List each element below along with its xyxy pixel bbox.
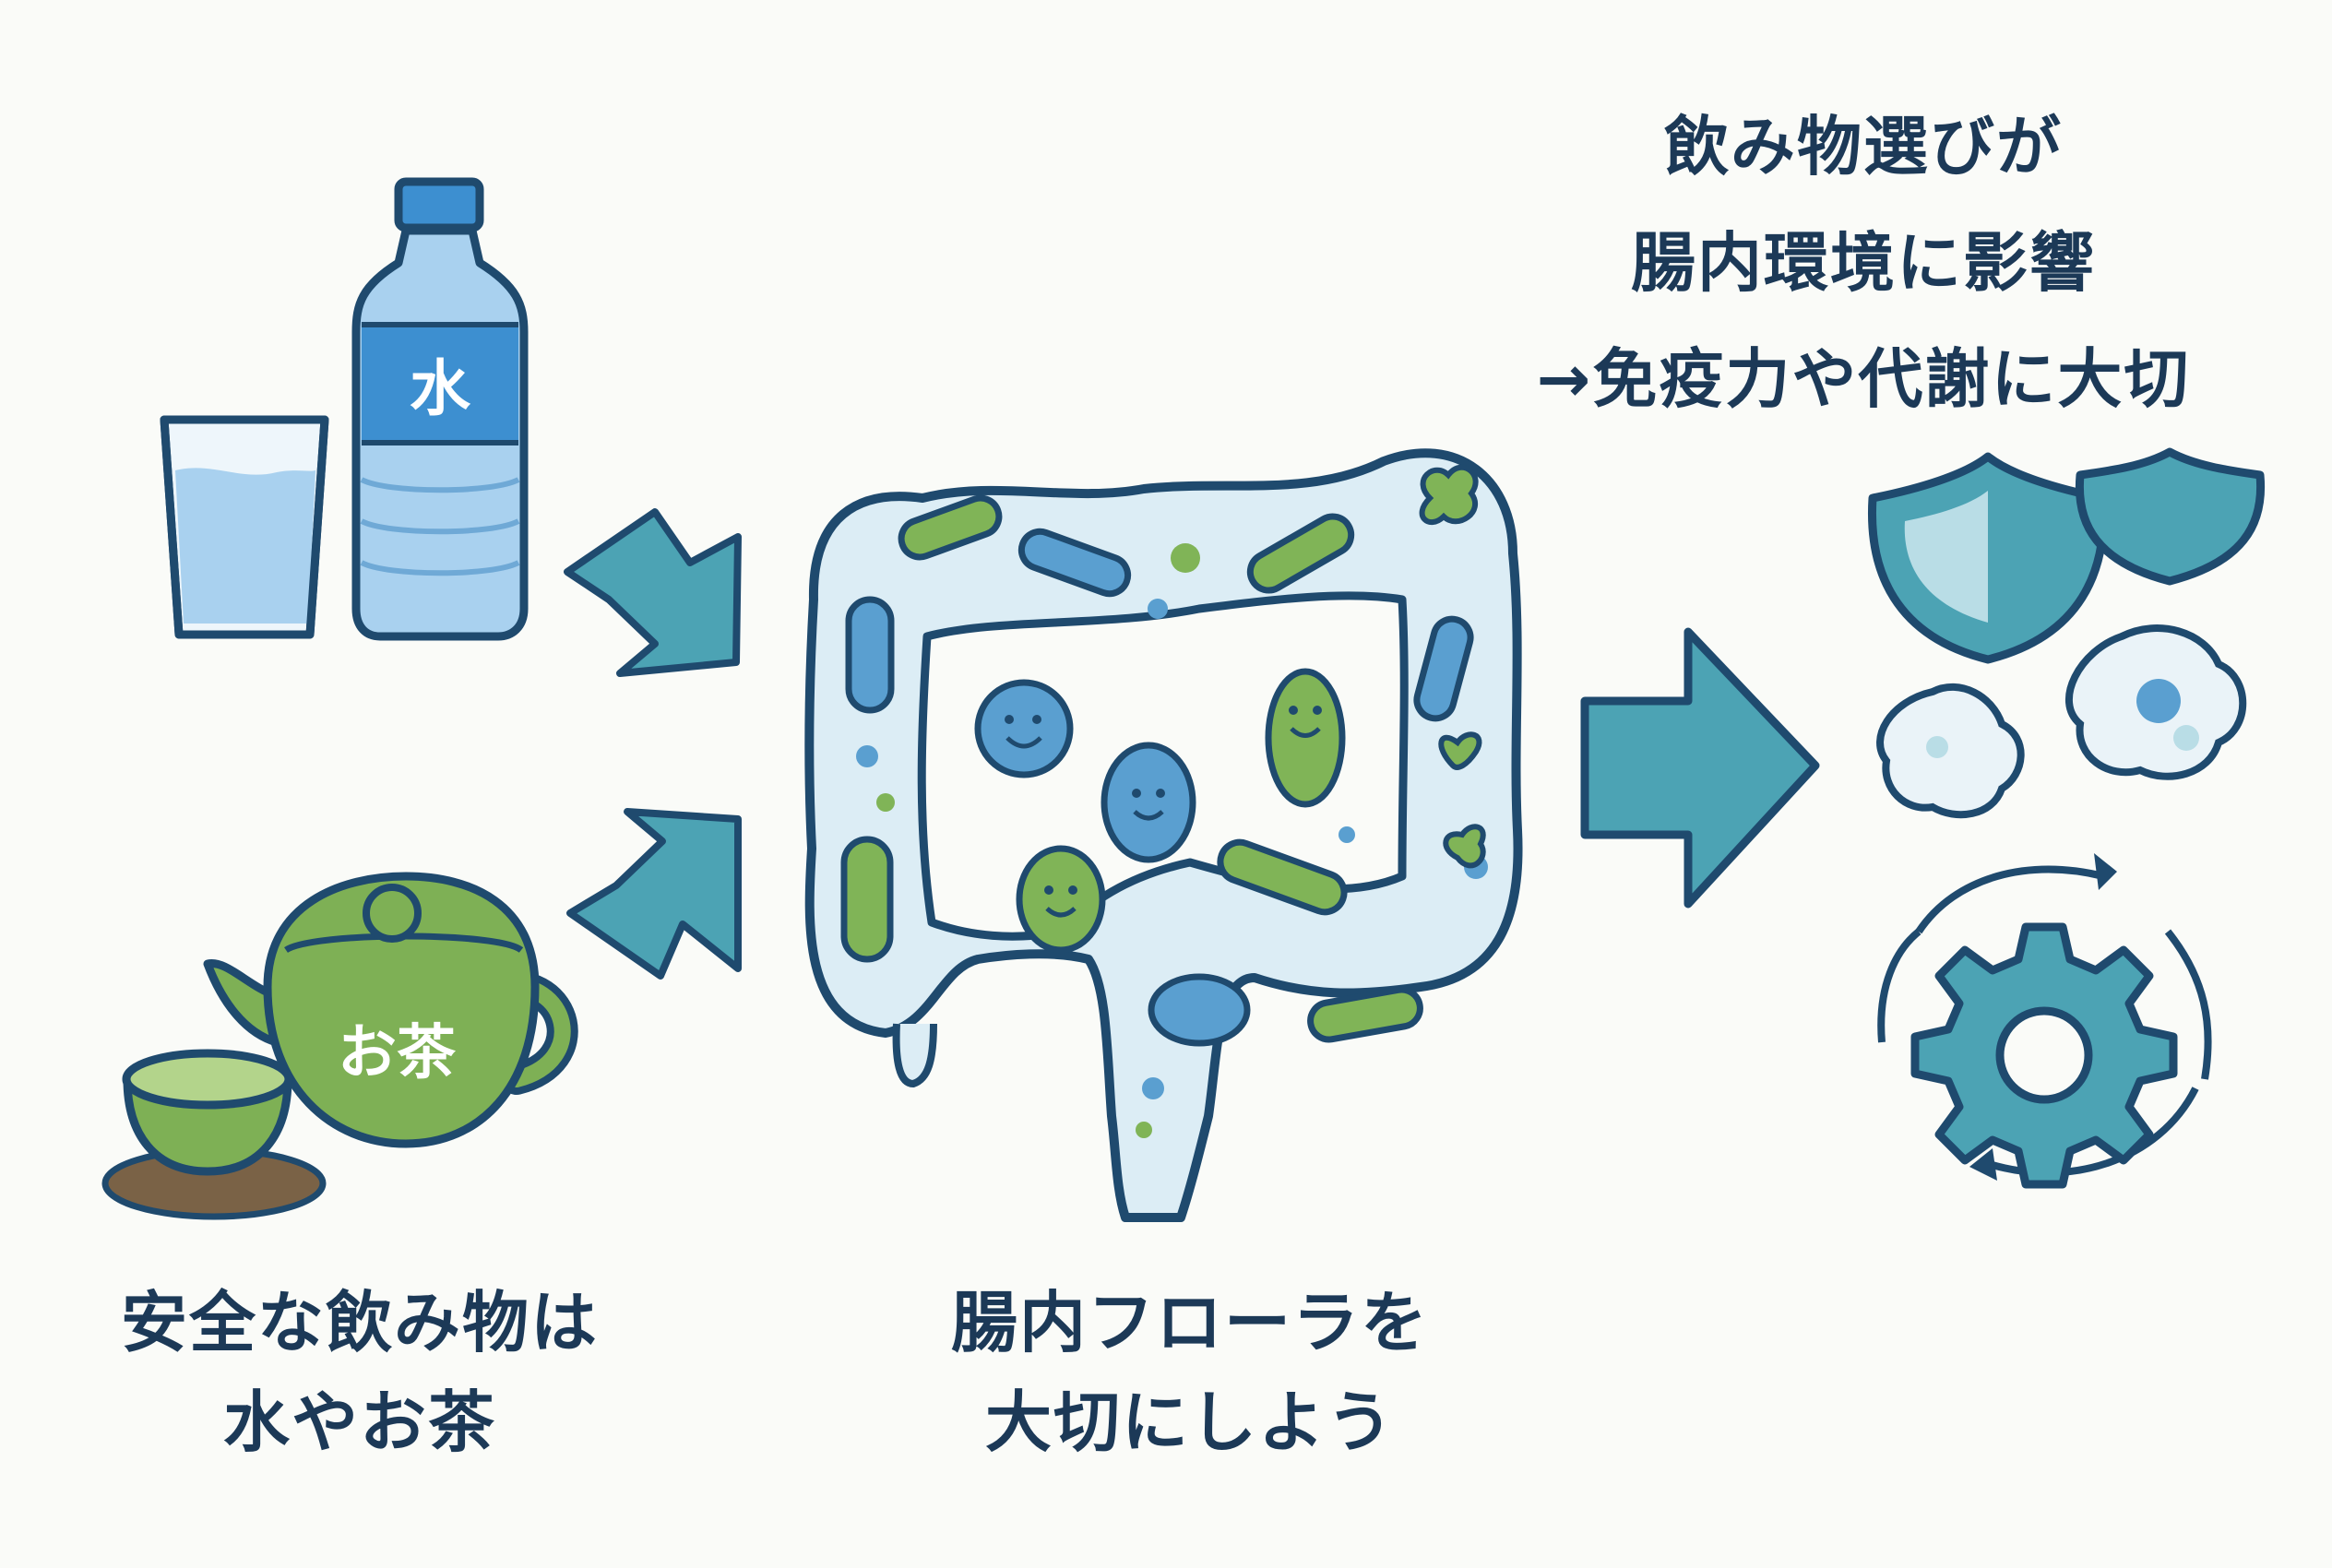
caption-line: 安全な飲み物は	[120, 1284, 599, 1361]
gear-icon	[1910, 922, 2178, 1189]
immune-cell-icon	[2065, 624, 2247, 780]
caption-line: →免疫力や代謝に大切	[1536, 341, 2191, 417]
water-glass-icon	[160, 415, 329, 639]
immune-cell-icon	[1876, 683, 2025, 819]
teacup-icon	[101, 1049, 327, 1220]
water-bottle-icon: 水	[351, 177, 529, 641]
bottle-label: 水	[410, 353, 471, 424]
shield-icon	[2075, 447, 2266, 586]
caption-line: 水やお茶	[222, 1384, 496, 1461]
caption-line: 大切にしよう	[984, 1384, 1395, 1461]
arrow-icon	[1580, 627, 1820, 909]
bacteria-group	[840, 464, 1488, 1138]
caption-line: 腸内環境に影響	[1631, 225, 2096, 301]
teapot-label: お茶	[338, 1019, 457, 1087]
arrow-icon	[566, 808, 742, 980]
cycle-arrows-icon	[1877, 853, 2212, 1181]
caption-line: 飲み物選びが	[1664, 109, 2063, 184]
caption-safe-drinks: 安全な飲み物は 水やお茶	[37, 1273, 683, 1472]
arrow-icon	[564, 508, 742, 677]
caption-line: 腸内フローラを	[950, 1284, 1429, 1361]
caption-effect: 飲み物選びが 腸内環境に影響 →免疫力や代謝に大切	[1421, 89, 2306, 437]
teapot-icon: お茶	[203, 872, 578, 1148]
shield-icon	[1867, 452, 2109, 664]
caption-gut-flora: 腸内フローラを 大切にしよう	[821, 1273, 1559, 1472]
